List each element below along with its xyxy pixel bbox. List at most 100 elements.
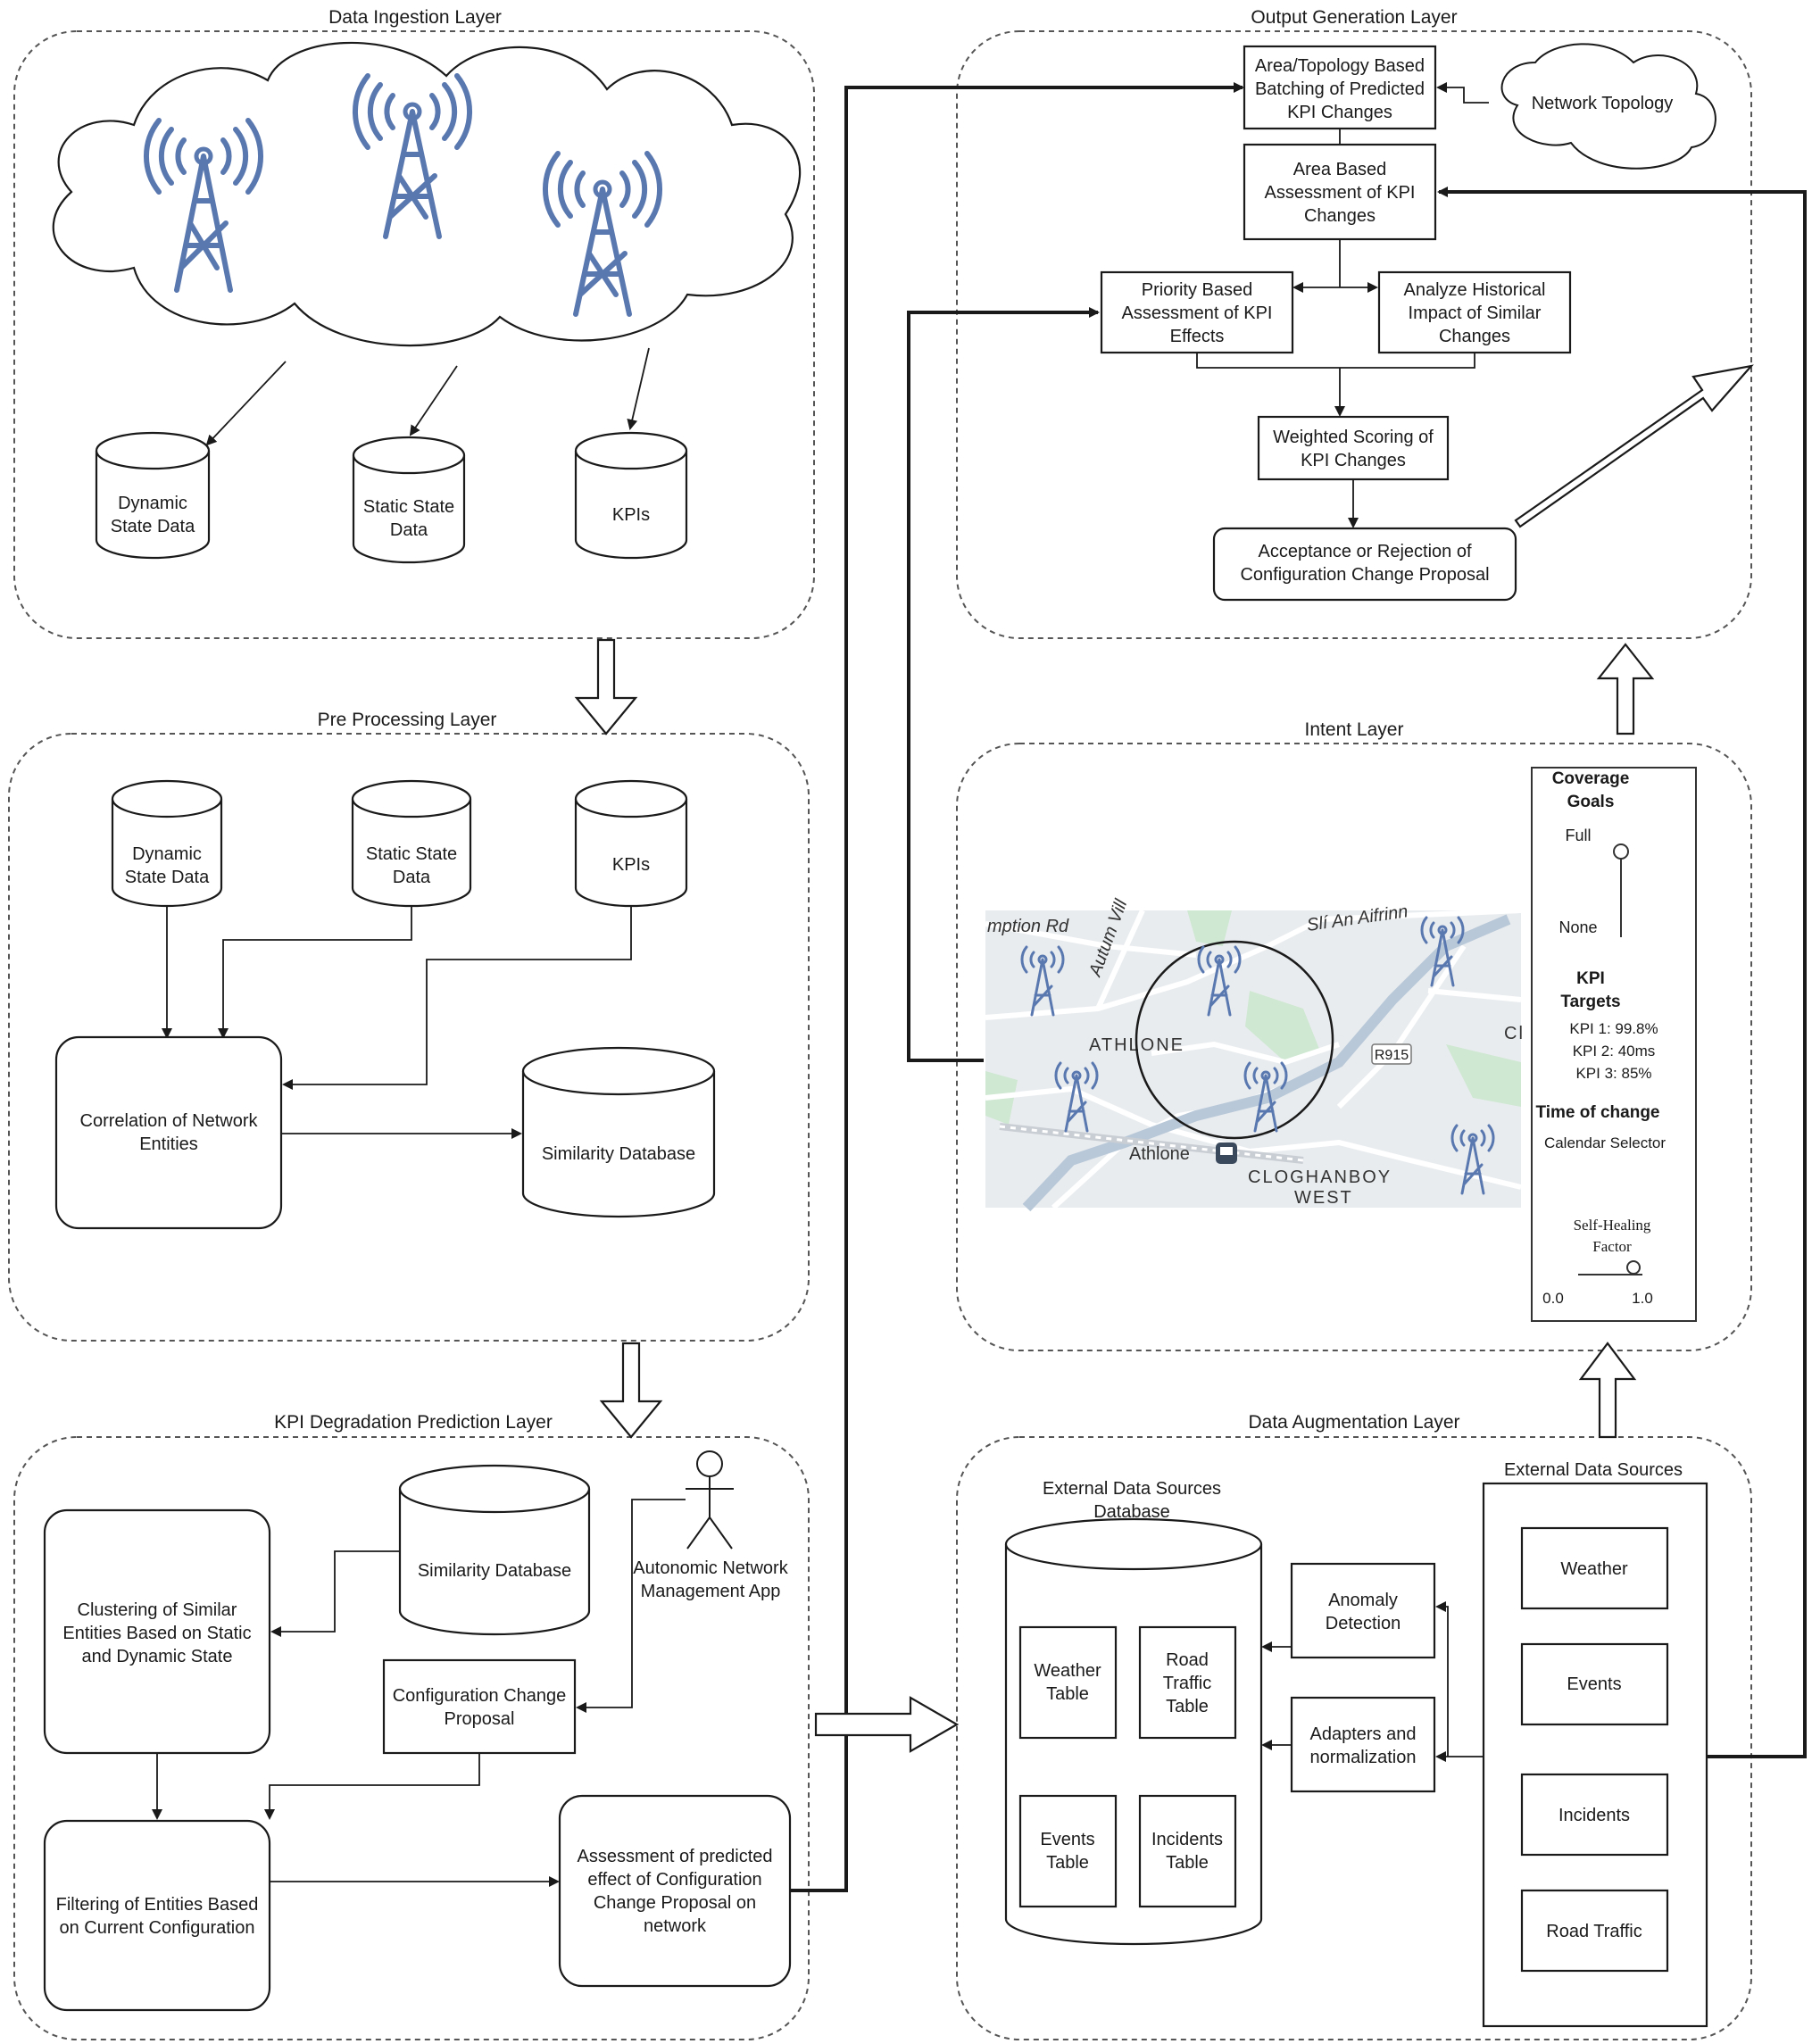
self-healing-slider[interactable] [1578, 1260, 1642, 1275]
svg-text:Batching of Predicted: Batching of Predicted [1255, 79, 1425, 99]
svg-text:Table: Table [1166, 1697, 1209, 1716]
pre-db-dynamic: Dynamic State Data [111, 779, 223, 908]
flow-arrow [599, 1342, 663, 1439]
svg-text:Assessment of KPI: Assessment of KPI [1122, 303, 1273, 323]
svg-text:Entities: Entities [139, 1134, 198, 1154]
svg-text:Goals: Goals [1567, 793, 1615, 811]
svg-text:Targets: Targets [1560, 993, 1620, 1011]
svg-text:None: None [1558, 918, 1597, 936]
svg-text:Configuration Change: Configuration Change [393, 1686, 567, 1706]
svg-text:Traffic: Traffic [1163, 1674, 1211, 1693]
ingestion-db-dynamic: Dynamic State Data [95, 431, 211, 560]
svg-text:Area Based: Area Based [1293, 160, 1387, 179]
svg-text:Database: Database [1093, 1502, 1170, 1522]
svg-text:CLOGHANBOY: CLOGHANBOY [1248, 1167, 1392, 1187]
cell-tower-icon [1054, 1061, 1099, 1133]
svg-text:State Data: State Data [111, 517, 195, 536]
cell-tower-icon [1450, 1124, 1495, 1195]
coverage-slider[interactable] [1613, 843, 1629, 937]
flow-arrow [1596, 643, 1655, 735]
svg-text:normalization: normalization [1310, 1748, 1417, 1767]
svg-text:Time of change: Time of change [1535, 1103, 1659, 1122]
svg-text:Road Traffic: Road Traffic [1546, 1922, 1642, 1941]
svg-text:KPI 2: 40ms: KPI 2: 40ms [1573, 1043, 1656, 1059]
pre-db-static: Static State Data [351, 779, 472, 908]
svg-text:Network Topology: Network Topology [1532, 94, 1674, 113]
network-topology-cloud: Network Topology [1500, 43, 1716, 170]
output-generation-layer [956, 30, 1752, 639]
acceptance-box: Acceptance or Rejection of Configuration… [1212, 527, 1517, 602]
svg-text:Changes: Changes [1439, 327, 1510, 346]
svg-text:Analyze Historical: Analyze Historical [1404, 280, 1546, 300]
person-icon [686, 1450, 734, 1550]
svg-text:Filtering of Entities Based: Filtering of Entities Based [56, 1895, 259, 1915]
svg-text:Clustering of Similar: Clustering of Similar [78, 1600, 237, 1620]
incidents-table-box: Incidents Table [1138, 1794, 1237, 1908]
intent-control-panel: Coverage Goals Full None KPI Targets KPI… [1531, 767, 1697, 1322]
svg-text:Assessment of predicted: Assessment of predicted [578, 1847, 773, 1866]
ingestion-db-kpis: KPIs [574, 431, 688, 560]
svg-text:Static State: Static State [366, 844, 457, 864]
flow-arrow [574, 638, 638, 735]
svg-text:Table: Table [1046, 1684, 1089, 1704]
svg-text:Adapters and: Adapters and [1310, 1724, 1417, 1744]
svg-text:Similarity Database: Similarity Database [418, 1561, 571, 1581]
svg-text:Similarity Database: Similarity Database [542, 1144, 695, 1164]
svg-text:Cl: Cl [1504, 1024, 1525, 1043]
weighted-box: Weighted Scoring of KPI Changes [1257, 415, 1450, 481]
svg-text:Detection: Detection [1326, 1614, 1401, 1633]
svg-text:Data: Data [393, 868, 431, 887]
adapters-box: Adapters and normalization [1290, 1696, 1436, 1793]
cell-tower-icon [1243, 1061, 1288, 1133]
svg-text:Static State: Static State [363, 497, 454, 517]
pre-processing-layer [8, 733, 810, 1342]
svg-text:KPIs: KPIs [612, 505, 650, 525]
pre-db-kpis: KPIs [574, 779, 688, 908]
svg-text:Impact of Similar: Impact of Similar [1409, 303, 1542, 323]
svg-text:Area/Topology Based: Area/Topology Based [1255, 56, 1425, 76]
svg-text:KPI 1: 99.8%: KPI 1: 99.8% [1569, 1020, 1658, 1037]
historical-box: Analyze Historical Impact of Similar Cha… [1377, 270, 1572, 354]
data-augmentation-layer [956, 1436, 1752, 2040]
svg-text:Proposal: Proposal [445, 1709, 515, 1729]
coverage-area-circle [1135, 940, 1334, 1140]
svg-text:Factor: Factor [1592, 1238, 1632, 1255]
pre-similarity-db: Similarity Database [521, 1046, 716, 1218]
svg-text:Effects: Effects [1170, 327, 1225, 346]
svg-text:Management App: Management App [641, 1582, 781, 1601]
flow-arrow [814, 1696, 960, 1753]
train-station-icon [1216, 1142, 1237, 1164]
svg-text:Data: Data [390, 520, 428, 540]
svg-text:KPI 3: 85%: KPI 3: 85% [1575, 1065, 1651, 1082]
calendar-selector[interactable]: Calendar Selector [1544, 1134, 1666, 1151]
cell-tower-icon [1420, 916, 1465, 987]
cell-tower-icon [353, 73, 472, 239]
area-assessment-box: Area Based Assessment of KPI Changes [1243, 143, 1437, 241]
priority-box: Priority Based Assessment of KPI Effects [1100, 270, 1294, 354]
batching-box: Area/Topology Based Batching of Predicte… [1243, 45, 1437, 130]
svg-text:1.0: 1.0 [1632, 1290, 1653, 1307]
svg-text:Anomaly: Anomaly [1328, 1591, 1398, 1610]
svg-text:Change Proposal on: Change Proposal on [594, 1893, 756, 1913]
svg-text:Self-Healing: Self-Healing [1574, 1217, 1651, 1234]
cell-tower-icon [144, 118, 263, 293]
ext-db-title: External Data Sources Database [1043, 1479, 1221, 1522]
incidents-source-box: Incidents [1520, 1773, 1669, 1857]
svg-text:Configuration Change Proposal: Configuration Change Proposal [1240, 565, 1489, 585]
actor-label: Autonomic Network Management App [633, 1558, 788, 1601]
svg-text:Athlone: Athlone [1129, 1144, 1190, 1164]
svg-text:WEST: WEST [1294, 1188, 1353, 1208]
kpi-degradation-layer-title: KPI Degradation Prediction Layer [274, 1412, 553, 1433]
svg-text:Road: Road [1166, 1650, 1209, 1670]
road-table-box: Road Traffic Table [1138, 1625, 1237, 1740]
svg-text:Assessment of KPI: Assessment of KPI [1265, 183, 1416, 203]
svg-text:State Data: State Data [125, 868, 210, 887]
svg-text:Events: Events [1567, 1674, 1621, 1694]
svg-text:External Data Sources: External Data Sources [1043, 1479, 1221, 1499]
weather-table-box: Weather Table [1018, 1625, 1118, 1740]
anomaly-box: Anomaly Detection [1290, 1562, 1436, 1659]
svg-text:Entities Based on Static: Entities Based on Static [62, 1624, 251, 1643]
svg-text:Coverage: Coverage [1552, 769, 1630, 788]
svg-text:Incidents: Incidents [1558, 1806, 1630, 1825]
cell-tower-icon [543, 151, 662, 317]
